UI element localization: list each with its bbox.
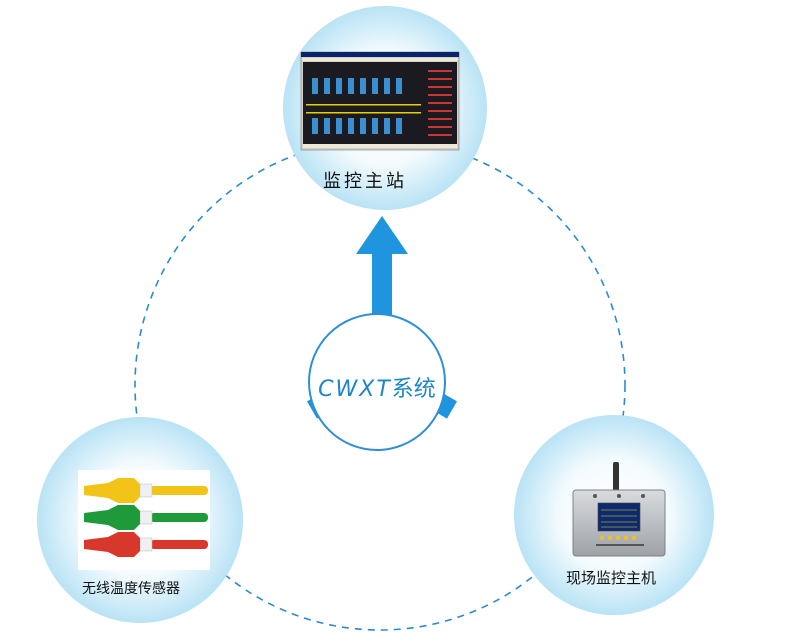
- arrow-up-icon: [356, 216, 408, 322]
- center-circle: [308, 313, 446, 451]
- wireless-sensor-icon: [78, 470, 210, 570]
- station-label: 监控主站: [323, 171, 407, 192]
- center-label: CWXT系统: [314, 371, 440, 403]
- monitor-software-icon: [300, 51, 460, 151]
- sensor-label: 无线温度传感器: [82, 581, 180, 597]
- dashed-ring: [134, 139, 626, 631]
- center-label-cjk: 系统: [391, 377, 436, 402]
- center-label-latin: CWXT: [318, 377, 392, 402]
- host-label: 现场监控主机: [566, 569, 657, 587]
- field-monitor-device-icon: [572, 462, 666, 557]
